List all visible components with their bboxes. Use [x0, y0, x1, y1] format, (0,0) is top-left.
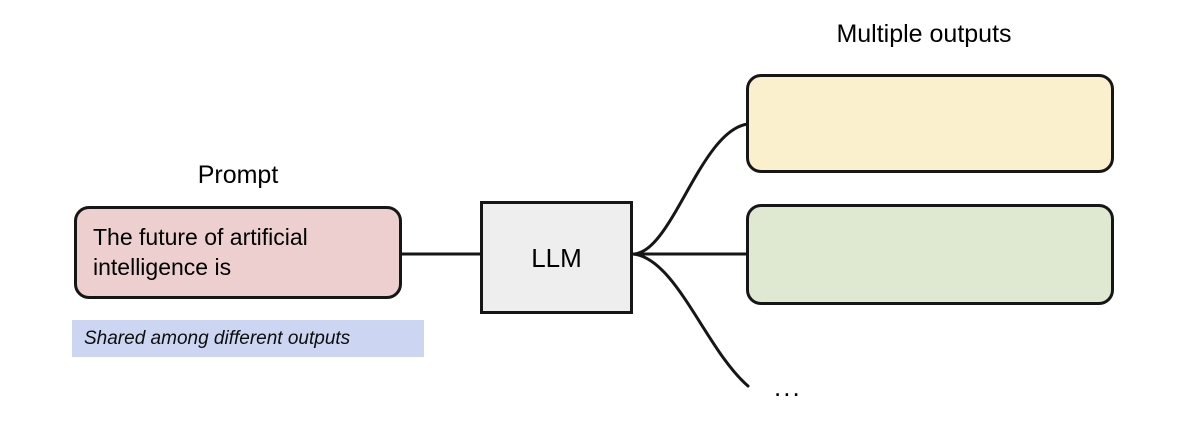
llm-node[interactable]: LLM: [480, 201, 633, 314]
prompt-box[interactable]: The future of artificial intelligence is: [74, 206, 402, 299]
output-box-2[interactable]: [746, 204, 1114, 305]
outputs-section-label: Multiple outputs: [836, 20, 1012, 48]
edge-llm-to-output-1: [631, 122, 750, 256]
shared-annotation-text: Shared among different outputs: [84, 328, 351, 349]
edge-llm-to-more: [631, 252, 750, 388]
output-box-1[interactable]: [746, 74, 1114, 173]
prompt-text: The future of artificial intelligence is: [93, 224, 308, 280]
llm-node-label: LLM: [531, 242, 582, 273]
more-outputs-ellipsis: ...: [774, 372, 802, 402]
prompt-section-label: Prompt: [197, 161, 279, 189]
shared-annotation-badge: Shared among different outputs: [72, 320, 424, 357]
